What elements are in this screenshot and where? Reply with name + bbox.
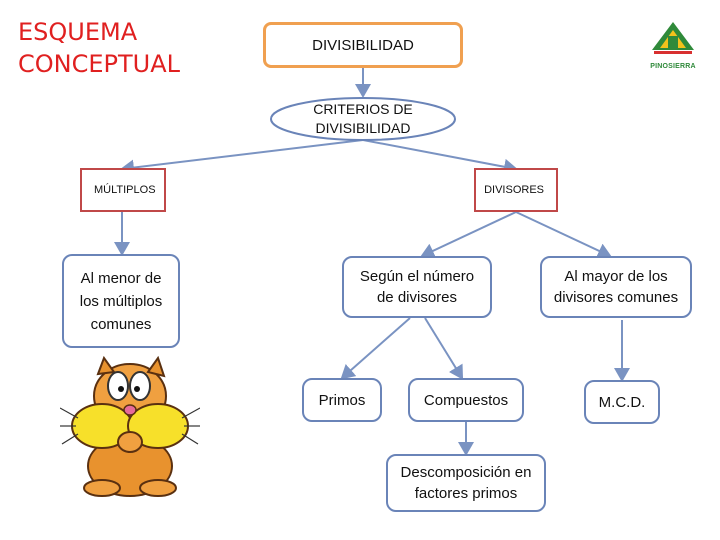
node-factorization: Descomposición en factores primos: [386, 454, 546, 512]
node-primes-label: Primos: [318, 391, 366, 409]
edge-bynumber-composites: [424, 317, 464, 380]
node-composites: Compuestos: [408, 378, 524, 422]
node-divisors-label: DIVISORES: [484, 184, 544, 196]
node-criteria: CRITERIOS DE DIVISIBILIDAD: [282, 96, 444, 142]
node-greatest-divisor-label: Al mayor de los divisores comunes: [553, 268, 679, 306]
node-composites-label: Compuestos: [423, 391, 509, 409]
node-primes: Primos: [302, 378, 382, 422]
node-least-multiple: Al menor de los múltiplos comunes: [62, 254, 180, 348]
edge-divisors-bynumber: [420, 211, 517, 259]
node-root: DIVISIBILIDAD: [263, 22, 463, 68]
node-mcd-label: M.C.D.: [598, 393, 646, 411]
node-multiples-label: MÚLTIPLOS: [94, 184, 156, 196]
edge-criteria-multiples: [120, 139, 364, 176]
logo-text: PINOSIERRA: [650, 63, 696, 70]
title-line-2: CONCEPTUAL: [18, 50, 181, 78]
title-line-1: ESQUEMA: [18, 18, 138, 46]
node-root-label: DIVISIBILIDAD: [312, 36, 414, 54]
node-criteria-ellipse: [270, 97, 456, 141]
node-factorization-label: Descomposición en factores primos: [400, 464, 532, 502]
logo-emblem-icon: [652, 22, 694, 54]
node-multiples: MÚLTIPLOS: [80, 168, 166, 212]
node-by-number-label: Según el número de divisores: [359, 268, 475, 306]
node-greatest-divisor: Al mayor de los divisores comunes: [540, 256, 692, 318]
edge-divisors-greatest: [515, 211, 612, 259]
page-title: ESQUEMA CONCEPTUAL: [18, 16, 180, 80]
node-least-multiple-label: Al menor de los múltiplos comunes: [79, 269, 163, 333]
node-mcd: M.C.D.: [584, 380, 660, 424]
edge-criteria-divisors: [362, 139, 518, 175]
node-criteria-label: CRITERIOS DE DIVISIBILIDAD: [313, 101, 413, 136]
cartoon-cat-illustration: [60, 356, 200, 497]
node-by-number: Según el número de divisores: [342, 256, 492, 318]
node-divisors: DIVISORES: [474, 168, 558, 212]
edge-bynumber-primes: [340, 317, 411, 380]
school-logo: PINOSIERRA: [648, 20, 698, 70]
